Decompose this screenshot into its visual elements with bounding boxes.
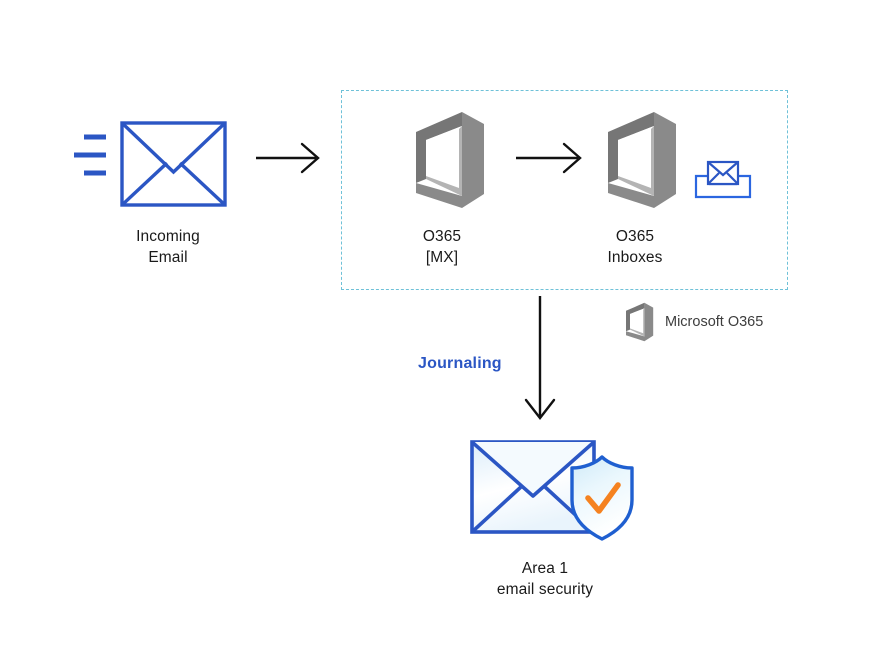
- area1-email-security-label: Area 1 email security: [496, 560, 594, 598]
- arrow-mx-to-inboxes-icon: [516, 140, 586, 176]
- arrow-inboxes-to-area1-icon: [516, 296, 566, 422]
- o365-group-boundary: [341, 90, 788, 290]
- incoming-email-icon: [72, 118, 230, 210]
- legend-label: Microsoft O365: [665, 314, 764, 330]
- journaling-edge-label: Journaling: [418, 355, 502, 372]
- envelope-shape: [470, 440, 596, 534]
- o365-inboxes-icon: [598, 110, 678, 210]
- legend-office-365-logo-icon: [622, 302, 654, 342]
- o365-mx-icon: [406, 110, 486, 210]
- o365-mx-label: O365 [MX]: [422, 228, 462, 266]
- incoming-email-label: Incoming Email: [136, 228, 200, 266]
- envelope-outline-icon: [120, 121, 227, 207]
- shield-check-icon: [570, 455, 634, 541]
- inbox-tray-envelope-icon: [694, 158, 752, 200]
- speed-lines-icon: [74, 134, 106, 176]
- area1-email-security-icon: [466, 432, 636, 544]
- o365-inboxes-label: O365 Inboxes: [607, 228, 663, 266]
- arrow-incoming-to-mx-icon: [256, 140, 324, 176]
